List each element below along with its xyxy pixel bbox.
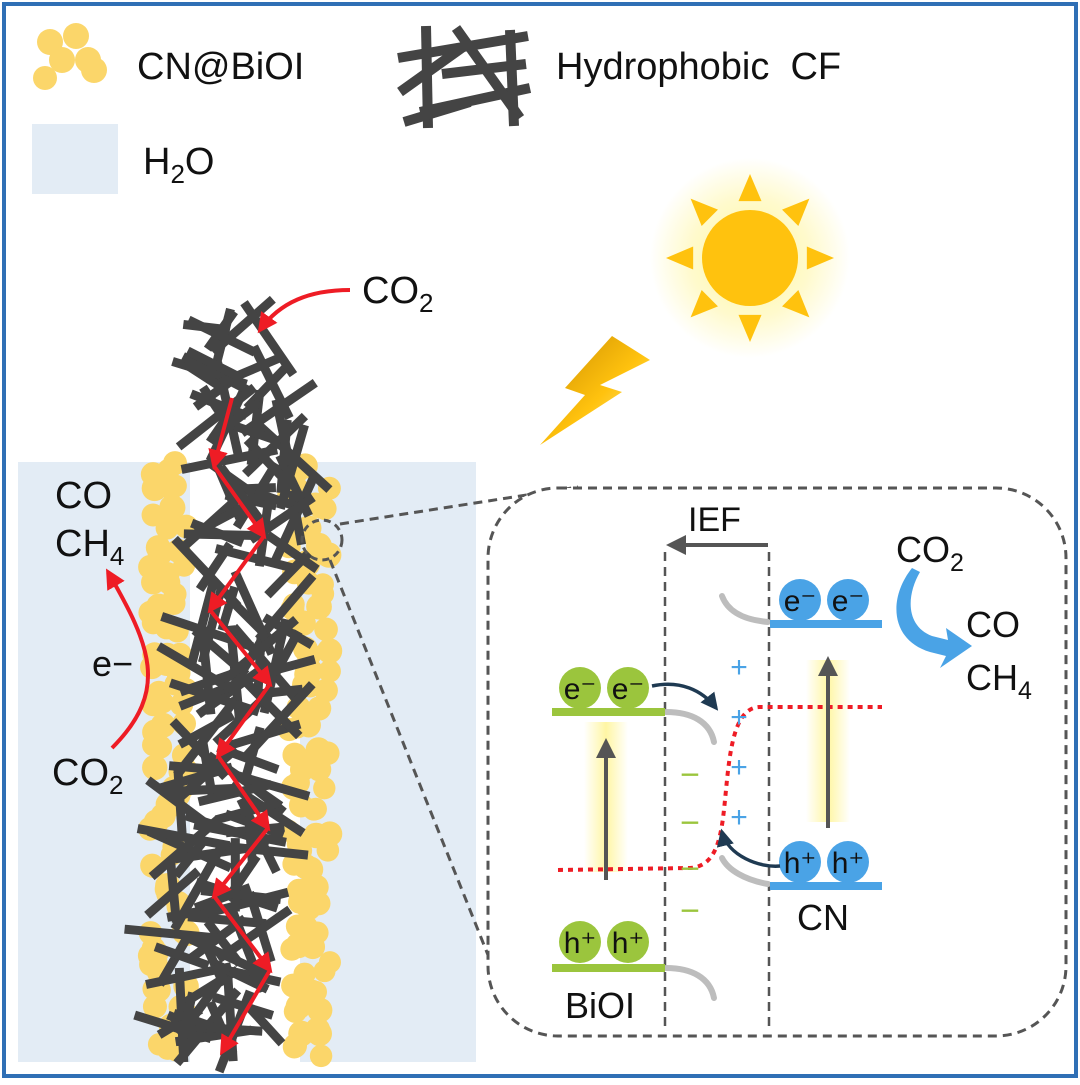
interface-plus: +: [730, 801, 748, 834]
interface-plus: +: [730, 701, 748, 734]
particle: [305, 798, 327, 820]
electron-symbol: e⁻: [784, 585, 817, 618]
particle: [313, 777, 335, 799]
particle: [286, 932, 312, 958]
interface-plus: +: [730, 651, 748, 684]
interface-minus: −: [680, 892, 700, 930]
particle: [310, 1045, 332, 1067]
carbon-fiber: [178, 768, 182, 833]
sun-icon: [650, 158, 850, 358]
hole-symbol: h⁺: [564, 927, 597, 960]
fiber-legend-label: Hydrophobic CF: [556, 46, 841, 88]
ief-label: IEF: [688, 501, 741, 539]
interface-minus: −: [680, 850, 700, 888]
particle: [164, 475, 187, 498]
lightning-bolt-icon: [540, 336, 650, 445]
particle-legend-icon: [33, 23, 107, 90]
biOI-label: BiOI: [565, 985, 635, 1026]
particle: [157, 571, 180, 594]
co2-inlet-arrow: [260, 290, 350, 330]
water-legend-swatch: [32, 124, 118, 194]
particle: [142, 475, 168, 501]
particle-legend-label: CN@BiOI: [137, 46, 304, 88]
particle: [151, 691, 173, 713]
fiber-legend-icon: [398, 26, 530, 128]
particle: [148, 1033, 171, 1056]
particle: [162, 591, 186, 615]
interface-minus: −: [680, 756, 700, 794]
particle: [317, 638, 342, 663]
particle: [314, 618, 338, 642]
fiber-product-co: CO: [55, 475, 112, 517]
particle: [319, 951, 341, 973]
particle: [286, 994, 312, 1020]
electron-symbol: e⁻: [564, 673, 597, 706]
particle: [139, 953, 162, 976]
particle: [317, 839, 340, 862]
cn-product-co: CO: [966, 604, 1020, 645]
particle: [140, 655, 164, 679]
carbon-fiber: [183, 324, 230, 330]
hole-symbol: h⁺: [612, 927, 645, 960]
particle: [283, 1034, 307, 1058]
hole-symbol: h⁺: [832, 847, 865, 880]
particle: [307, 1021, 332, 1046]
hole-symbol: h⁺: [784, 847, 817, 880]
cn-label: CN: [797, 897, 849, 938]
electron-symbol: e⁻: [832, 585, 865, 618]
band-diagram-inset: IEF e⁻ e⁻ h⁺ h⁺: [488, 488, 1066, 1036]
electron-symbol: e⁻: [612, 673, 645, 706]
top-co2-label: CO2: [362, 270, 433, 318]
interface-plus: +: [730, 751, 748, 784]
fiber-electron-label: e−: [92, 643, 133, 684]
interface-minus: −: [680, 804, 700, 842]
water-legend-label: H2O: [143, 141, 214, 189]
particle: [142, 755, 167, 780]
